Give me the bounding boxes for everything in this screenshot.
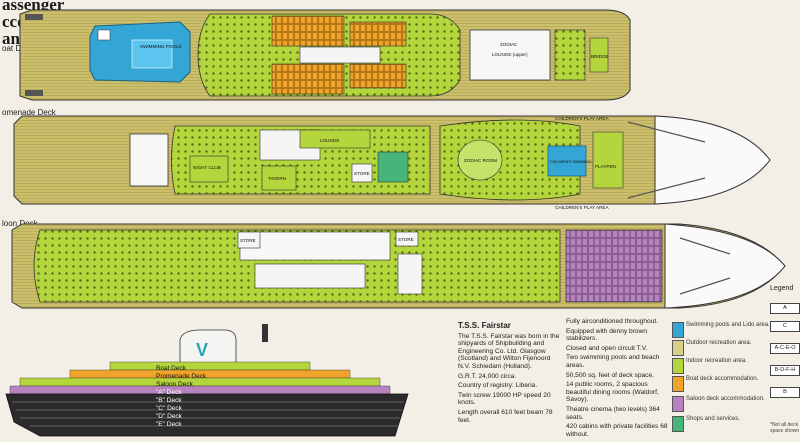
legend-swatch-indoor xyxy=(672,358,684,374)
legend-label: Outdoor recreation area. xyxy=(686,340,752,346)
legend-code-b: B xyxy=(770,387,800,398)
profile-label-d: "D" Deck xyxy=(156,413,182,420)
legend-code-bdfh: B-D-F-H xyxy=(770,365,800,376)
svg-text:STORE: STORE xyxy=(240,238,256,243)
legend-code-a: A xyxy=(770,303,800,314)
funnel: V xyxy=(179,329,237,367)
profile-label-b: "B" Deck xyxy=(156,397,182,404)
swimming-pools-label: SWIMMING POOLS xyxy=(140,44,182,49)
info-paragraph: Two swimming pools and beach areas. xyxy=(566,354,660,369)
svg-text:ZODIAC: ZODIAC xyxy=(500,42,518,47)
info-paragraph: Country of registry: Liberia. xyxy=(458,382,538,390)
promenade-deck-label: omenade Deck xyxy=(2,108,56,117)
childrens-play-area-label-top: CHILDREN'S PLAY AREA xyxy=(555,116,609,121)
legend-label: Boat deck accommodation. xyxy=(686,376,759,382)
tavern: TAVERN xyxy=(261,165,297,191)
legend-item-pools: Swimming pools and Lido area. xyxy=(672,322,792,340)
boat-deck-plan: SWIMMING POOLS ZODIAC LOUNGE (upper) BRI… xyxy=(19,9,631,101)
legend-title: Legend xyxy=(770,285,794,292)
legend-code-c: C xyxy=(770,321,800,332)
legend-swatch-outdoor xyxy=(672,340,684,356)
svg-text:STORE: STORE xyxy=(354,171,370,176)
svg-text:NIGHT CLUB: NIGHT CLUB xyxy=(193,165,221,170)
info-paragraph: Twin screw 19000 HP speed 20 knots. xyxy=(458,391,551,407)
svg-text:TAVERN: TAVERN xyxy=(268,176,286,181)
info-paragraph: The T.S.S. Fairstar was born in the ship… xyxy=(458,332,560,370)
svg-text:LOUNGE: LOUNGE xyxy=(320,138,339,143)
profile-label-e: "E" Deck xyxy=(156,421,182,428)
legend-label: Saloon deck accommodation. xyxy=(686,396,765,402)
ship-info-column-1: T.S.S. Fairstar The T.S.S. Fairstar was … xyxy=(458,322,562,426)
profile-label-saloon: Saloon Deck xyxy=(156,381,193,388)
legend-swatch-saloon-accom xyxy=(672,396,684,412)
info-paragraph: Theatre cinema (two levels) 364 seats. xyxy=(566,405,660,421)
hull xyxy=(5,393,409,437)
lounge: LOUNGE xyxy=(299,129,371,149)
profile-label-boat: Boat Deck xyxy=(156,365,186,372)
saloon-deck-cabins xyxy=(565,229,663,303)
info-paragraph: 420 cabins with private facilities 68 wi… xyxy=(566,423,668,438)
info-paragraph: 14 public rooms, 2 spacious beautiful di… xyxy=(566,381,659,404)
funnel-logo-icon: V xyxy=(196,340,208,360)
info-paragraph: 50,500 sq. feet of deck space. xyxy=(566,371,654,379)
legend-swatch-shops xyxy=(672,416,684,432)
legend-code-aceo: A-C-E-O xyxy=(770,343,800,354)
legend-label: Shops and services. xyxy=(686,416,741,422)
swimming-pools: SWIMMING POOLS xyxy=(89,21,191,83)
ship-info-heading: T.S.S. Fairstar xyxy=(458,321,511,330)
saloon-deck-plan: STORE STORE xyxy=(11,223,786,309)
legend-label: Swimming pools and Lido area. xyxy=(686,322,770,328)
deck-code-legend: Legend A C A-C-E-O B-D-F-H B *Not all de… xyxy=(770,285,800,434)
info-paragraph: Equipped with denny brown stabilizers. xyxy=(566,327,648,343)
legend-note: *Not all deck space shown xyxy=(770,422,800,434)
childrens-play-area-label-bottom: CHILDREN'S PLAY AREA xyxy=(555,205,609,210)
svg-text:CHILDREN'S SWIMMING POOL: CHILDREN'S SWIMMING POOL xyxy=(550,160,603,164)
legend-swatch-pools xyxy=(672,322,684,338)
info-paragraph: G.R.T. 24,000 circa. xyxy=(458,372,517,380)
promenade-deck-plan: NIGHT CLUB LOUNGE TAVERN STORE ZODIAC RO… xyxy=(13,115,771,210)
legend-item-outdoor: Outdoor recreation area. xyxy=(672,340,792,358)
profile-boat-deck-band xyxy=(69,369,351,379)
profile-label-c: "C" Deck xyxy=(156,405,182,412)
night-club: NIGHT CLUB xyxy=(189,155,229,183)
boat-deck-cabins-upper xyxy=(271,15,345,47)
store-saloon-right: STORE xyxy=(395,231,419,247)
svg-text:ZODIAC ROOM: ZODIAC ROOM xyxy=(464,158,497,163)
legend-item-indoor: Indoor recreation area. xyxy=(672,358,792,376)
svg-text:STORE: STORE xyxy=(398,237,414,242)
info-paragraph: Closed and open circuit T.V. xyxy=(566,344,648,352)
boat-deck-cabins-lower xyxy=(271,63,345,95)
info-paragraph: Length overall 610 feet beam 78 feet. xyxy=(458,408,553,424)
zodiac-lounge-upper: ZODIAC LOUNGE (upper) xyxy=(469,29,551,81)
legend-item-boat-accom: Boat deck accommodation. xyxy=(672,376,792,394)
profile-deck-labels: Boat Deck Promenade Deck Saloon Deck "A"… xyxy=(156,365,206,429)
bridge-label: BRIDGE xyxy=(591,54,609,59)
playpen: PLAYPEN xyxy=(592,131,624,189)
svg-text:PLAYPEN: PLAYPEN xyxy=(595,164,616,169)
store-saloon-left: STORE xyxy=(237,231,261,249)
profile-label-a: "A" Deck xyxy=(156,389,182,396)
legend-label: Indoor recreation area. xyxy=(686,358,747,364)
ship-info-column-2: Fully airconditioned throughout. Equippe… xyxy=(566,318,670,440)
legend-swatch-boat-accom xyxy=(672,376,684,392)
title-line-3: an. xyxy=(2,29,25,48)
legend-item-shops: Shops and services. xyxy=(672,416,792,434)
profile-label-promenade: Promenade Deck xyxy=(156,373,207,380)
store-promenade: STORE xyxy=(351,163,373,183)
legend-item-saloon-accom: Saloon deck accommodation. xyxy=(672,396,792,414)
boat-deck-label: oat Deck xyxy=(2,44,34,53)
saloon-deck-label: loon Deck xyxy=(2,219,38,228)
childrens-swimming-pool: CHILDREN'S SWIMMING POOL xyxy=(547,145,603,177)
info-paragraph: Fully airconditioned throughout. xyxy=(566,318,659,325)
ship-profile: V xyxy=(5,324,409,437)
zodiac-room: ZODIAC ROOM xyxy=(457,139,503,181)
svg-text:LOUNGE (upper): LOUNGE (upper) xyxy=(492,52,528,57)
